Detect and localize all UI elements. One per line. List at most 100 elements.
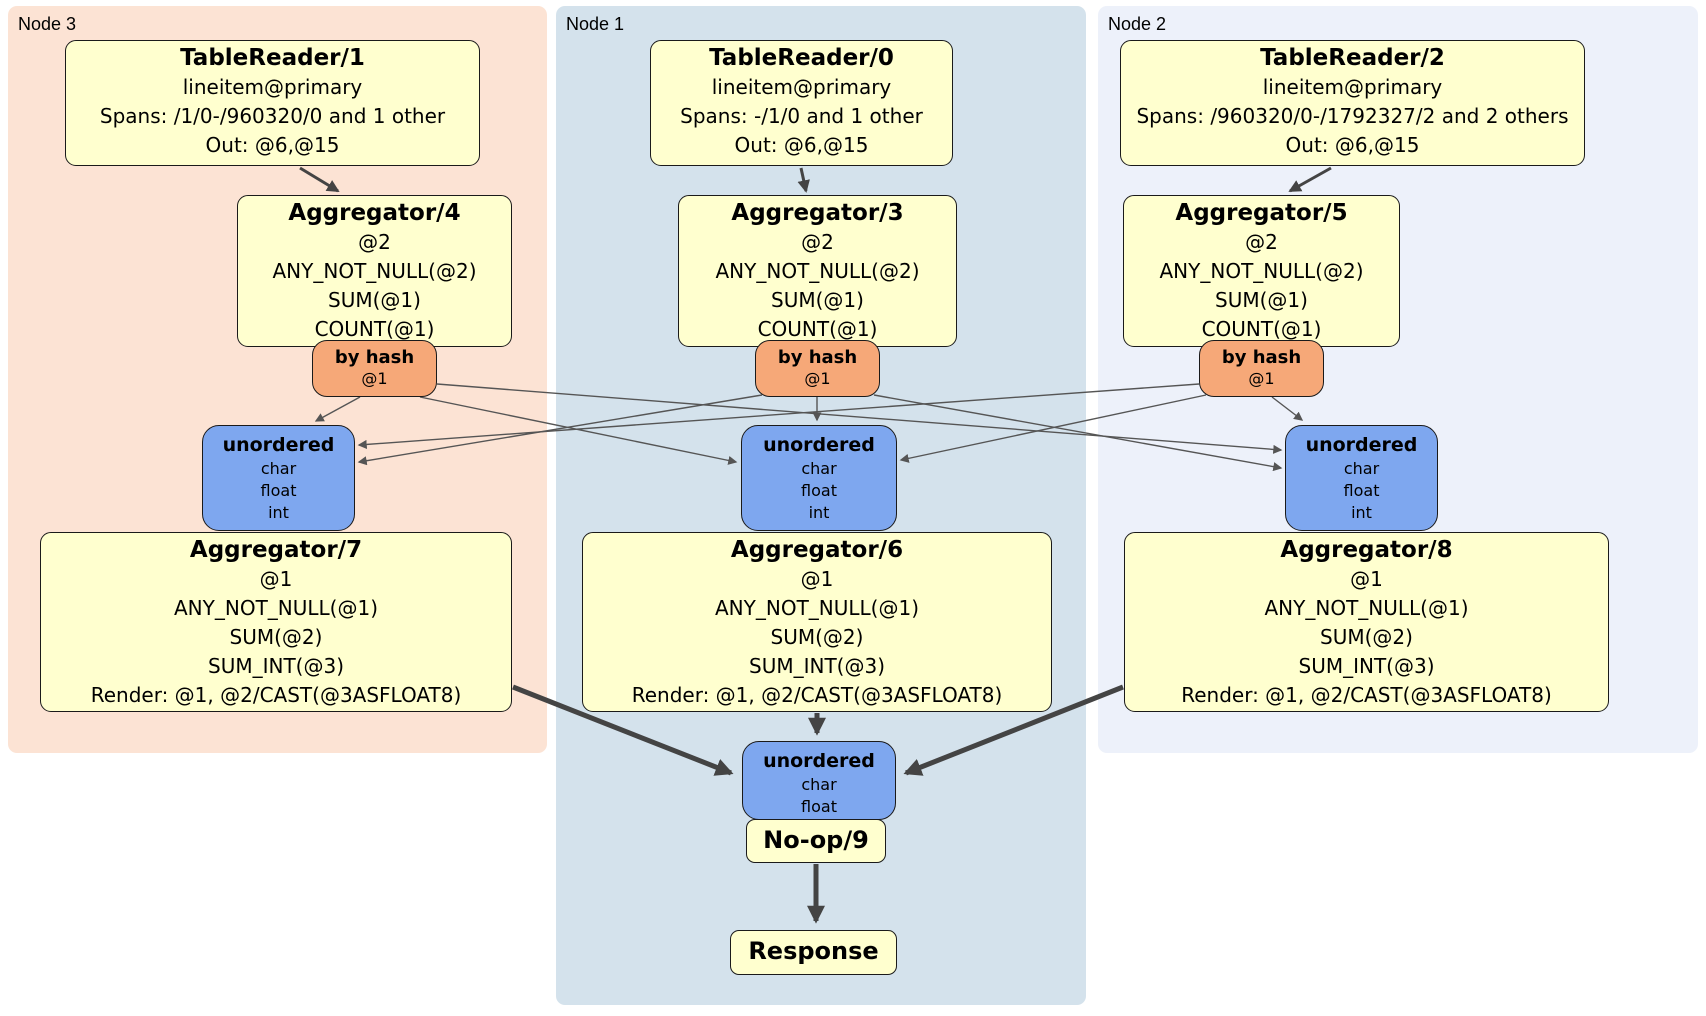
aggregator-5-groupcols: @2 xyxy=(1245,230,1278,254)
edge-agg8-finalsync xyxy=(903,684,1124,776)
aggregator-6-render: Render: @1, @2/CAST(@3ASFLOAT8) xyxy=(631,683,1003,707)
sync-column: char xyxy=(801,459,837,478)
sync-title: unordered xyxy=(1305,434,1418,456)
edge-router5-sync3 xyxy=(357,383,1200,449)
hash-router-node1: by hash @1 xyxy=(755,340,880,397)
aggregator-3-fn: SUM(@1) xyxy=(771,288,864,312)
table-reader-1-out: Out: @6,@15 xyxy=(205,133,340,157)
table-reader-2-title: TableReader/2 xyxy=(1260,45,1445,71)
aggregator-6-box: Aggregator/6 @1 ANY_NOT_NULL(@1) SUM(@2)… xyxy=(582,532,1052,712)
aggregator-4-fn: COUNT(@1) xyxy=(314,317,435,341)
aggregator-4-box: Aggregator/4 @2 ANY_NOT_NULL(@2) SUM(@1)… xyxy=(237,195,512,347)
final-unordered-sync: unordered char float xyxy=(742,741,896,820)
router-title: by hash xyxy=(1221,347,1302,368)
sync-column: float xyxy=(260,481,297,500)
aggregator-3-fn: ANY_NOT_NULL(@2) xyxy=(715,259,920,283)
aggregator-8-groupcols: @1 xyxy=(1350,567,1383,591)
sync-column: float xyxy=(801,797,837,816)
sync-column: char xyxy=(1343,459,1380,478)
response-box: Response xyxy=(730,930,897,975)
edge-router5-sync2 xyxy=(1271,396,1304,421)
aggregator-8-fn: SUM_INT(@3) xyxy=(1298,654,1435,678)
table-reader-2-spans: Spans: /960320/0-/1792327/2 and 2 others xyxy=(1136,104,1569,128)
aggregator-8-box: Aggregator/8 @1 ANY_NOT_NULL(@1) SUM(@2)… xyxy=(1124,532,1609,712)
aggregator-6-fn: SUM(@2) xyxy=(770,625,864,649)
edge-router4-sync3 xyxy=(314,396,361,422)
table-reader-0-box: TableReader/0 lineitem@primary Spans: -/… xyxy=(650,40,953,166)
aggregator-8-render: Render: @1, @2/CAST(@3ASFLOAT8) xyxy=(1181,683,1552,707)
sync-column: int xyxy=(808,503,830,522)
aggregator-8-title: Aggregator/8 xyxy=(1280,537,1453,563)
unordered-sync-node3: unordered char float int xyxy=(202,425,355,531)
aggregator-3-box: Aggregator/3 @2 ANY_NOT_NULL(@2) SUM(@1)… xyxy=(678,195,957,347)
aggregator-7-fn: ANY_NOT_NULL(@1) xyxy=(174,596,378,620)
aggregator-7-fn: SUM_INT(@3) xyxy=(208,654,344,678)
noop-box: No-op/9 xyxy=(746,819,886,863)
noop-title: No-op/9 xyxy=(763,826,869,854)
sync-title: unordered xyxy=(222,434,335,456)
aggregator-4-fn: SUM(@1) xyxy=(328,288,421,312)
table-reader-1-index: lineitem@primary xyxy=(182,75,363,99)
aggregator-3-groupcols: @2 xyxy=(801,230,834,254)
aggregator-4-fn: ANY_NOT_NULL(@2) xyxy=(272,259,477,283)
aggregator-5-fn: ANY_NOT_NULL(@2) xyxy=(1159,259,1364,283)
table-reader-1-box: TableReader/1 lineitem@primary Spans: /1… xyxy=(65,40,480,166)
edge-tr2-agg5 xyxy=(1288,166,1332,193)
edge-router3-sync3 xyxy=(357,394,763,466)
aggregator-5-fn: SUM(@1) xyxy=(1215,288,1308,312)
aggregator-7-groupcols: @1 xyxy=(259,567,293,591)
table-reader-1-title: TableReader/1 xyxy=(180,45,365,71)
aggregator-7-box: Aggregator/7 @1 ANY_NOT_NULL(@1) SUM(@2)… xyxy=(40,532,512,712)
aggregator-8-fn: ANY_NOT_NULL(@1) xyxy=(1264,596,1469,620)
hash-router-node3: by hash @1 xyxy=(312,340,437,397)
sync-column: char xyxy=(801,775,837,794)
sync-title: unordered xyxy=(763,434,875,456)
edge-router4-sync2 xyxy=(436,383,1283,454)
aggregator-6-groupcols: @1 xyxy=(800,567,834,591)
aggregator-5-title: Aggregator/5 xyxy=(1175,200,1348,226)
router-detail: @1 xyxy=(361,369,388,388)
edge-router5-sync1 xyxy=(899,394,1207,463)
aggregator-4-groupcols: @2 xyxy=(358,230,391,254)
aggregator-7-render: Render: @1, @2/CAST(@3ASFLOAT8) xyxy=(90,683,462,707)
table-reader-0-title: TableReader/0 xyxy=(709,45,894,71)
unordered-sync-node1: unordered char float int xyxy=(741,425,897,531)
sync-column: float xyxy=(1343,481,1380,500)
table-reader-0-spans: Spans: -/1/0 and 1 other xyxy=(680,104,923,128)
aggregator-6-fn: SUM_INT(@3) xyxy=(749,654,885,678)
router-title: by hash xyxy=(777,347,858,368)
table-reader-1-spans: Spans: /1/0-/960320/0 and 1 other xyxy=(99,104,446,128)
hash-router-node2: by hash @1 xyxy=(1199,340,1324,397)
router-detail: @1 xyxy=(804,369,831,388)
aggregator-8-fn: SUM(@2) xyxy=(1320,625,1413,649)
aggregator-7-fn: SUM(@2) xyxy=(229,625,323,649)
node3-label: Node 3 xyxy=(18,14,77,34)
edge-router3-sync2 xyxy=(873,394,1283,472)
aggregator-7-title: Aggregator/7 xyxy=(189,537,363,563)
sync-column: char xyxy=(260,459,297,478)
aggregator-4-title: Aggregator/4 xyxy=(288,200,461,226)
unordered-sync-node2: unordered char float int xyxy=(1285,425,1438,531)
table-reader-2-box: TableReader/2 lineitem@primary Spans: /9… xyxy=(1120,40,1585,166)
aggregator-3-title: Aggregator/3 xyxy=(731,200,904,226)
table-reader-2-index: lineitem@primary xyxy=(1262,75,1443,99)
sync-column: int xyxy=(268,503,289,522)
node1-label: Node 1 xyxy=(566,14,625,34)
sync-column: float xyxy=(801,481,837,500)
aggregator-5-fn: COUNT(@1) xyxy=(1201,317,1322,341)
table-reader-0-index: lineitem@primary xyxy=(711,75,892,99)
sync-column: int xyxy=(1351,503,1372,522)
aggregator-5-box: Aggregator/5 @2 ANY_NOT_NULL(@2) SUM(@1)… xyxy=(1123,195,1400,347)
aggregator-3-fn: COUNT(@1) xyxy=(757,317,878,341)
edge-agg7-finalsync xyxy=(512,684,734,776)
router-detail: @1 xyxy=(1248,369,1275,388)
edge-tr1-agg4 xyxy=(299,166,340,193)
response-title: Response xyxy=(748,937,879,965)
table-reader-2-out: Out: @6,@15 xyxy=(1285,133,1420,157)
node2-label: Node 2 xyxy=(1108,14,1167,34)
table-reader-0-out: Out: @6,@15 xyxy=(734,133,869,157)
aggregator-6-title: Aggregator/6 xyxy=(730,537,904,563)
aggregator-6-fn: ANY_NOT_NULL(@1) xyxy=(715,596,919,620)
